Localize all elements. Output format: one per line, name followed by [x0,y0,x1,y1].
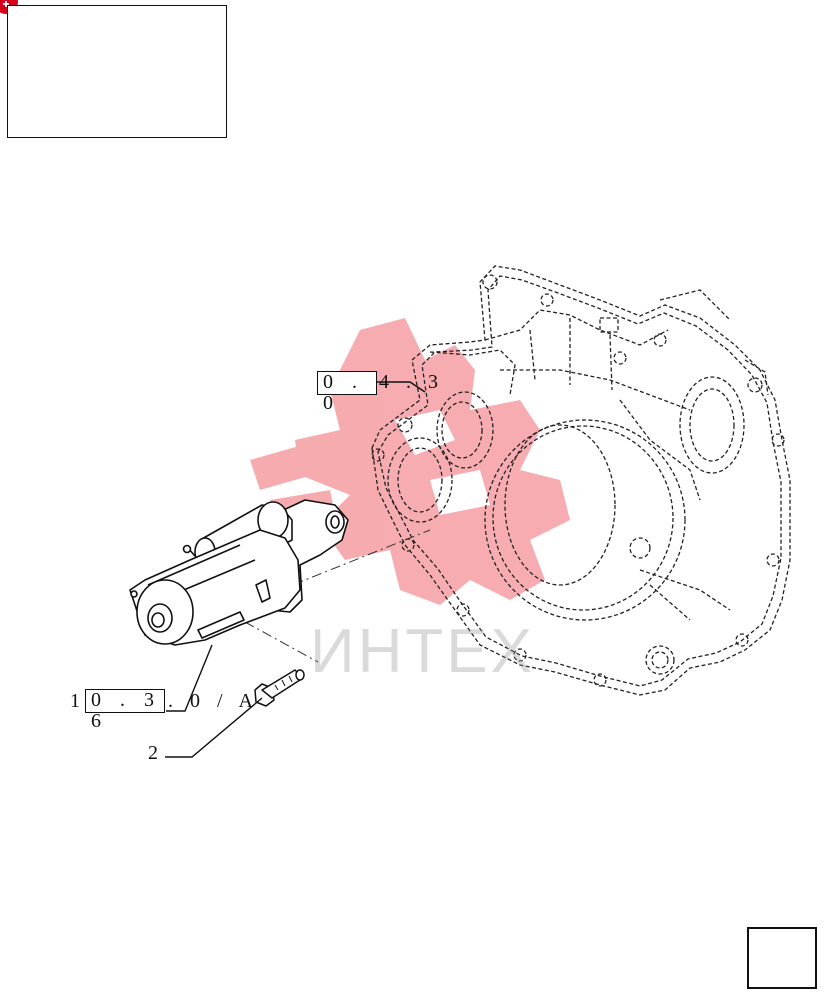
item-number-2: 2 [148,742,164,764]
flywheel-housing [371,265,791,696]
reference-suffix-starter: . 0 / A [168,690,259,712]
thumbnail-frame[interactable] [7,5,227,138]
reference-suffix-housing: 4 . 3 [379,371,444,393]
mounting-bolt[interactable] [254,669,305,707]
reference-box-starter[interactable]: 0 . 3 6 [85,689,165,732]
starter-motor[interactable] [129,499,349,646]
watermark-text: ИНТЕХ [310,617,535,686]
leader-lines [165,381,426,758]
watermark-logo-cutouts [395,410,490,515]
reference-box-housing[interactable]: 0 . 0 [317,371,377,414]
next-page-button[interactable] [747,927,817,989]
item-number-1: 1 [70,690,86,712]
